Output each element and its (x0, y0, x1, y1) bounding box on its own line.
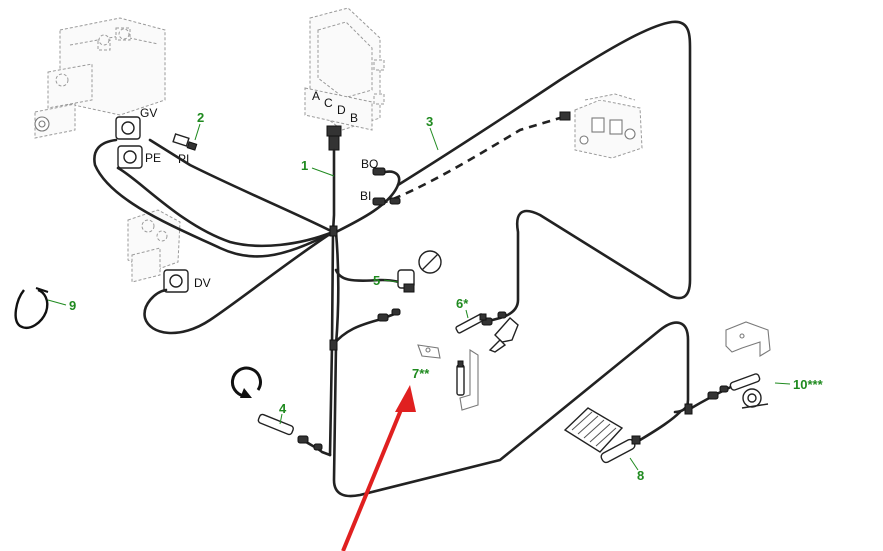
connector-c-label: C (324, 96, 333, 110)
callout-9: 9 (69, 298, 76, 313)
red-pointer-arrow (341, 385, 416, 551)
bi-label: BI (360, 189, 371, 203)
dv-label: DV (194, 276, 211, 290)
callout-6: 6* (456, 296, 469, 311)
pi-label: PI (178, 152, 189, 166)
connector-plugs (297, 167, 729, 451)
callout-5: 5 (373, 273, 380, 288)
callout-4: 4 (279, 401, 287, 416)
main-harness (93, 20, 737, 498)
part-7-sensor (417, 344, 479, 411)
connector-b-label: B (350, 111, 358, 125)
callout-8: 8 (637, 468, 644, 483)
control-unit: A C D B (304, 7, 385, 151)
part-8-pedal (563, 407, 641, 464)
gv-label: GV (140, 106, 157, 120)
part-4-speed-sensor (230, 366, 294, 436)
callout-3: 3 (426, 114, 433, 129)
callout-7: 7** (412, 366, 430, 381)
part-5-switch (397, 250, 442, 293)
gv-solenoid (115, 116, 141, 140)
pe-label: PE (145, 151, 161, 165)
callout-10: 10*** (793, 377, 824, 392)
connector-a-label: A (312, 89, 320, 103)
pe-solenoid (117, 145, 143, 169)
bo-label: BO (361, 157, 378, 171)
callout-1: 1 (301, 158, 308, 173)
part-6-sensor (455, 313, 519, 353)
callout-2: 2 (197, 110, 204, 125)
brake-module (559, 93, 643, 159)
connector-d-label: D (337, 103, 346, 117)
directional-valve-block (127, 209, 181, 283)
part-9-clamp (14, 287, 49, 329)
dv-solenoid (163, 269, 189, 293)
part-10-sensor (725, 321, 771, 409)
valve-block (34, 17, 166, 139)
pi-sensor (172, 133, 198, 151)
